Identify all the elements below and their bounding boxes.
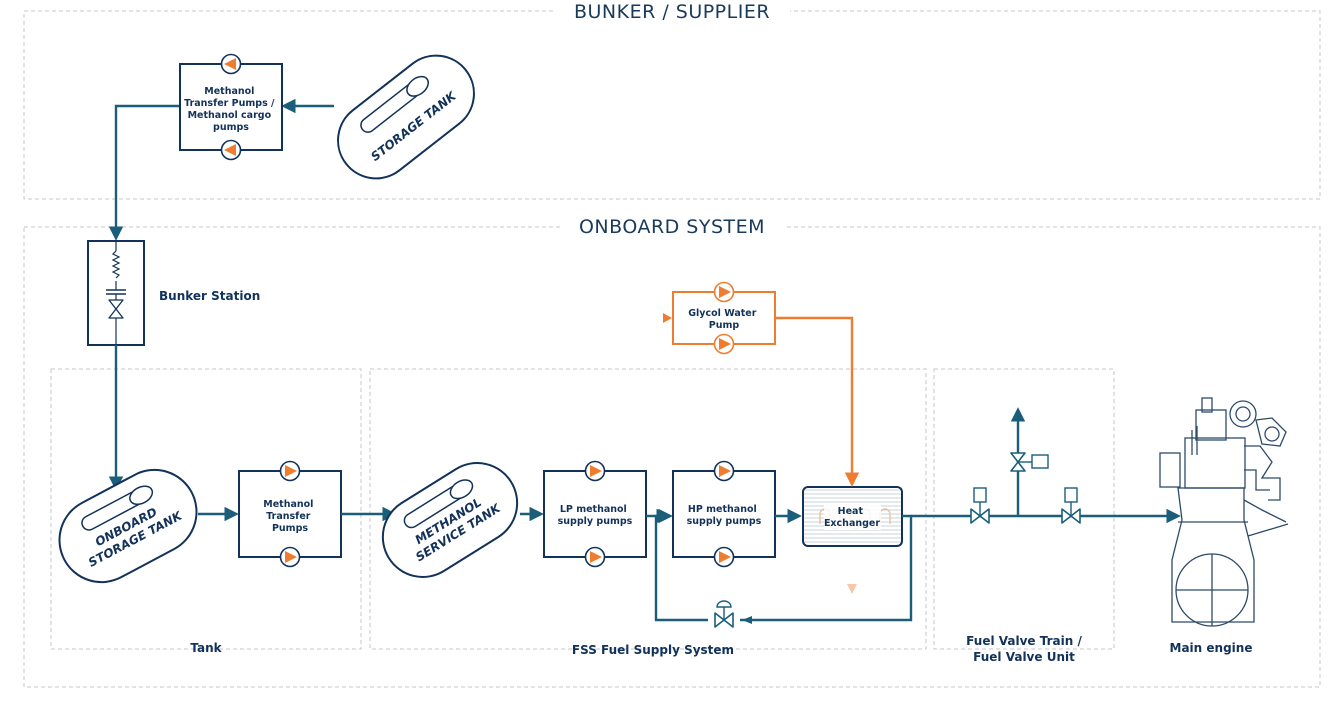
main-engine-illustration	[1159, 397, 1289, 627]
lp-pump-bottom-icon	[584, 546, 606, 568]
fuel-valve-label-line2: Fuel Valve Unit	[973, 650, 1075, 664]
onboard-storage-tank: ONBOARD STORAGE TANK	[58, 468, 198, 584]
lp-pump-top-icon	[584, 460, 606, 482]
lp-pumps-box	[543, 470, 647, 558]
return-control-valve	[714, 600, 734, 628]
transfer-pumps-label: Methanol Transfer Pumps	[263, 499, 316, 534]
glycol-pump-bottom-icon	[713, 333, 735, 355]
fuel-valve-1	[970, 487, 990, 524]
hp-pumps-box	[672, 470, 776, 558]
fss-zone	[369, 368, 927, 650]
storage-tank: STORAGE TANK	[337, 54, 475, 180]
fss-zone-label: FSS Fuel Supply System	[572, 643, 734, 657]
glycol-pump-label: Glycol Water Pump	[688, 308, 760, 331]
return-arrow-head	[742, 616, 752, 624]
bunker-station-internals	[106, 241, 126, 345]
lp-pumps-label: LP methanol supply pumps	[558, 504, 633, 527]
tank-zone-label: Tank	[190, 641, 222, 655]
onboard-title: ONBOARD SYSTEM	[579, 216, 765, 238]
tank-zone	[50, 368, 362, 650]
supplier-pump-top-icon	[220, 53, 242, 75]
vent-valve-actuator	[1031, 454, 1049, 469]
glycol-inlet-arrow	[663, 313, 672, 323]
glycol-pump-top-icon	[713, 281, 735, 303]
hp-pump-bottom-icon	[713, 546, 735, 568]
pipe-return-loop	[740, 514, 913, 622]
methanol-service-tank: METHANOL SERVICE TANK	[381, 462, 519, 578]
pipe-supplier-to-bunker-station	[108, 104, 180, 241]
bunker-title-mask	[554, 0, 790, 24]
onboard-title-mask	[560, 214, 784, 240]
supplier-pumps-box	[179, 63, 283, 151]
transfer-pump-bottom-icon	[279, 546, 301, 568]
heat-exchanger-label: Heat Exchanger	[824, 506, 880, 529]
hp-pump-top-icon	[713, 460, 735, 482]
fuel-valve-label-line1: Fuel Valve Train /	[966, 634, 1082, 648]
supplier-pumps-label: Methanol Transfer Pumps / Methanol cargo…	[184, 86, 278, 133]
pipe-glycol-to-heat-exchanger	[775, 316, 860, 487]
glycol-outlet-arrow	[847, 584, 857, 594]
fuel-valve-zone	[933, 368, 1115, 650]
heat-exchanger-label-bg	[824, 504, 881, 530]
supplier-pump-bottom-icon	[220, 139, 242, 161]
hp-pumps-label: HP methanol supply pumps	[687, 504, 762, 527]
bunker-station-label: Bunker Station	[159, 289, 260, 303]
bunker-title: BUNKER / SUPPLIER	[574, 1, 770, 23]
pipe-return-loop-to-lp-outlet	[654, 508, 708, 622]
fuel-valve-2	[1061, 487, 1081, 524]
main-engine-label: Main engine	[1170, 641, 1253, 655]
transfer-pump-top-icon	[279, 460, 301, 482]
